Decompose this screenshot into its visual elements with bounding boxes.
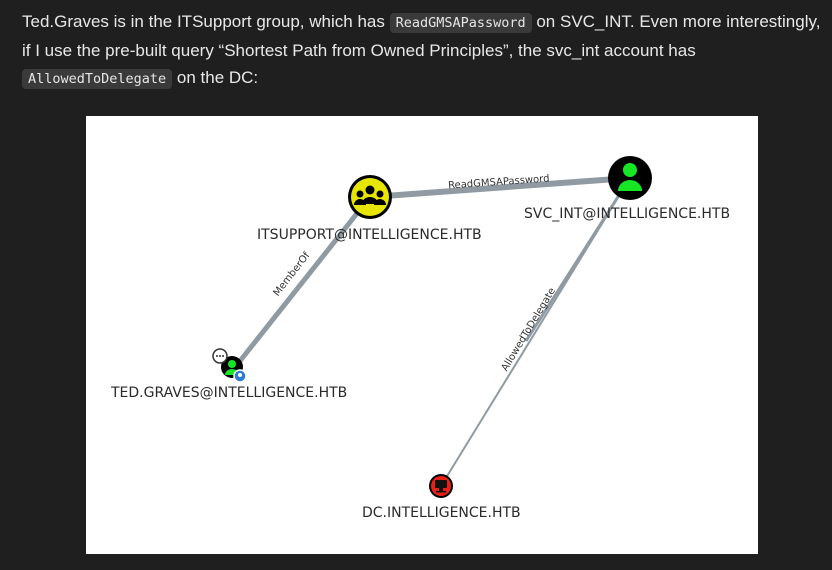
inline-code-allowedtodelegate: AllowedToDelegate xyxy=(22,69,173,89)
user-node-ted-graves[interactable] xyxy=(212,348,247,383)
group-icon xyxy=(354,185,386,205)
edge-memberof[interactable] xyxy=(234,195,372,368)
node-label-dc: DC.INTELLIGENCE.HTB xyxy=(362,505,521,521)
node-label-svc-int: SVC_INT@INTELLIGENCE.HTB xyxy=(524,206,731,222)
node-label-ted-graves: TED.GRAVES@INTELLIGENCE.HTB xyxy=(111,385,348,401)
paragraph-text-3: on the DC: xyxy=(172,68,259,87)
paragraph-text-2: on SVC_INT. Even more interestingly, if … xyxy=(22,12,821,60)
computer-node-dc[interactable] xyxy=(429,474,453,498)
node-label-itsupport: ITSUPPORT@INTELLIGENCE.HTB xyxy=(257,227,482,243)
bloodhound-graph[interactable]: ReadGMSAPassword MemberOf AllowedToDeleg… xyxy=(86,116,758,554)
monitor-icon xyxy=(435,480,447,493)
inline-code-readgmsapassword: ReadGMSAPassword xyxy=(389,13,532,33)
paragraph-text-1: Ted.Graves is in the ITSupport group, wh… xyxy=(22,12,390,31)
description-paragraph: Ted.Graves is in the ITSupport group, wh… xyxy=(22,8,822,93)
edge-label-allowedtodelegate: AllowedToDelegate xyxy=(500,286,558,373)
group-node-itsupport[interactable] xyxy=(348,175,392,219)
user-icon xyxy=(618,163,642,191)
edge-readgmsapassword[interactable] xyxy=(369,175,631,200)
user-node-svc-int[interactable] xyxy=(608,156,652,200)
